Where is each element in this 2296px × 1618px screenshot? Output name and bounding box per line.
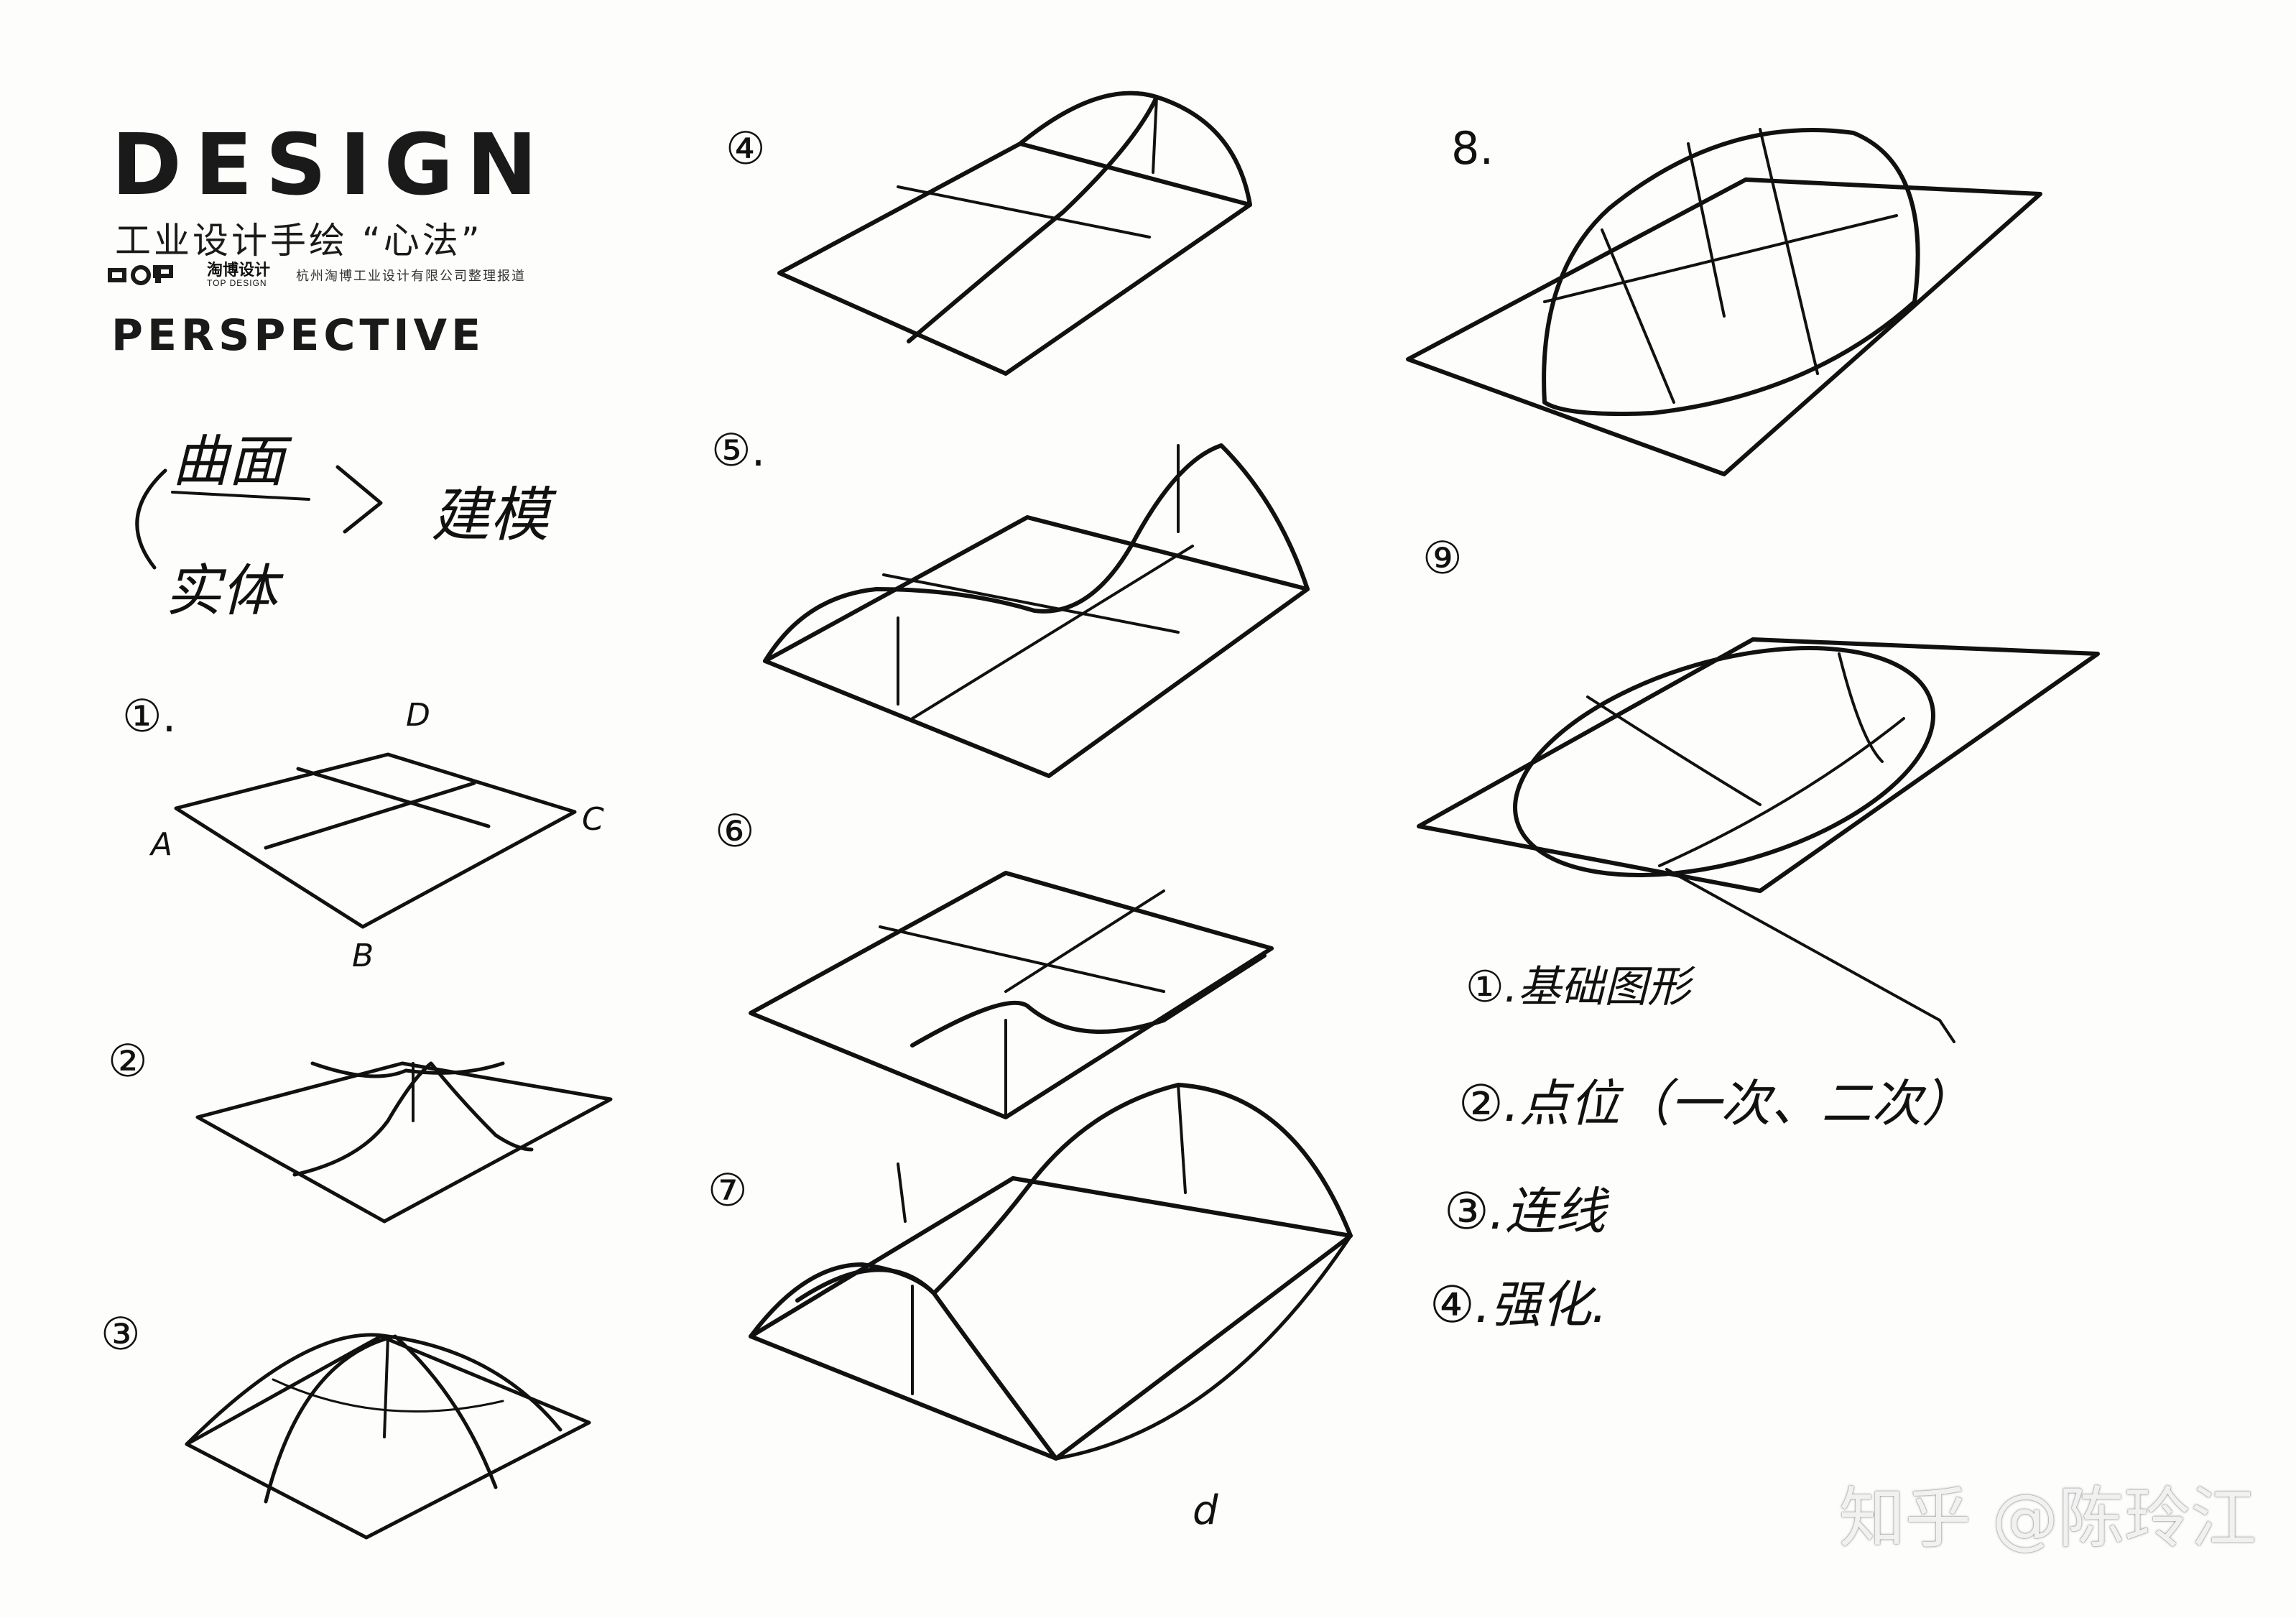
method-step-3: ③.连线	[1444, 1182, 1606, 1241]
logo-text: 淘博设计 TOP DESIGN	[207, 261, 271, 289]
point-label-b: B	[352, 938, 374, 974]
point-label-d-lower: d	[1193, 1487, 1218, 1534]
logo-english: TOP DESIGN	[207, 278, 267, 288]
logo-name: 淘博设计	[207, 261, 271, 279]
bracket-stroke	[135, 468, 167, 570]
sketch-8-elongated-dome	[1406, 127, 2042, 476]
arrow-stroke	[335, 465, 383, 534]
point-label-c: C	[582, 801, 604, 838]
sketch-3-dome	[185, 1333, 591, 1540]
step-label-7: ⑦	[708, 1164, 748, 1216]
watermark: 知乎 @陈玲江	[1838, 1480, 2256, 1557]
underline-stroke	[171, 491, 310, 501]
sketch-5-wave	[763, 443, 1310, 778]
step-label-4: ④	[726, 122, 766, 175]
sketch-2-peak	[195, 1061, 613, 1224]
step-label-2: ②	[108, 1035, 148, 1087]
logo-description: 杭州淘博工业设计有限公司整理报道	[296, 269, 527, 283]
step-label-3: ③	[101, 1308, 141, 1360]
sketch-6-fold	[749, 871, 1274, 1119]
note-solid: 实体	[165, 559, 278, 624]
sketch-4-arch	[777, 91, 1252, 376]
point-label-d: D	[406, 697, 430, 734]
top-logo-icon	[108, 264, 194, 287]
step-label-8: 8.	[1451, 122, 1494, 175]
page-title: DESIGN	[111, 115, 551, 214]
point-label-a: A	[151, 826, 173, 863]
step-label-1: ①.	[122, 690, 177, 742]
step-label-6: ⑥	[715, 805, 755, 857]
step-label-9: ⑨	[1422, 532, 1463, 584]
sketch-1-grid	[174, 752, 577, 929]
page-subtitle: 工业设计手绘 “心法”	[115, 220, 483, 262]
section-heading: PERSPECTIVE	[111, 310, 486, 361]
note-modeling: 建模	[431, 481, 549, 550]
sketch-9-oval	[1417, 637, 2100, 1043]
method-step-1: ①.基础图形	[1466, 962, 1690, 1012]
step-label-5: ⑤.	[711, 424, 766, 476]
method-step-2: ②.点位（一次、二次）	[1458, 1074, 1973, 1133]
sketch-7-double-wave	[749, 1083, 1353, 1461]
method-step-4: ④.强化.	[1430, 1275, 1608, 1334]
logo-row: 淘博设计 TOP DESIGN 杭州淘博工业设计有限公司整理报道	[108, 262, 526, 288]
note-surface: 曲面	[172, 430, 285, 494]
